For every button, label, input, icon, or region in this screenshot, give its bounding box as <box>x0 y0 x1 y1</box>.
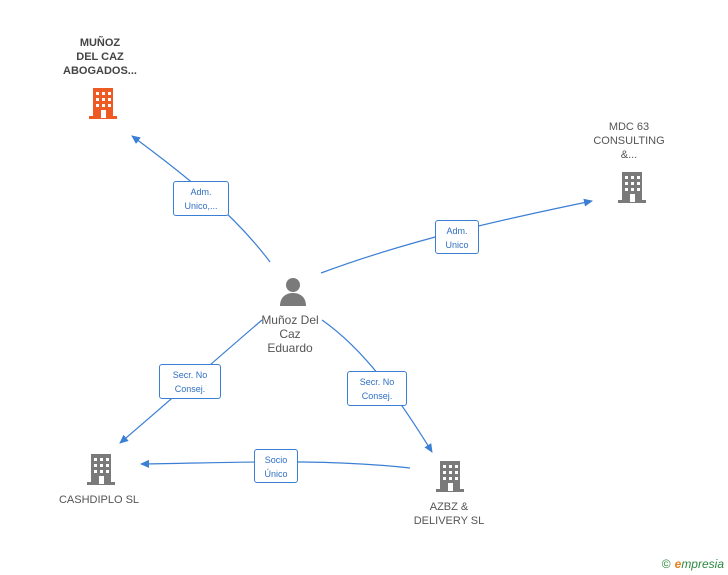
brand-name: mpresia <box>681 557 724 571</box>
edge-label-to-azbz: Secr. No Consej. <box>347 371 407 406</box>
building-icon[interactable] <box>433 459 467 493</box>
copyright-icon: © <box>661 557 671 571</box>
node-label-mdc63[interactable]: MDC 63 CONSULTING &... <box>593 121 665 161</box>
node-label-cashdiplo[interactable]: CASHDIPLO SL <box>58 494 140 506</box>
brand-initial: e <box>674 557 682 571</box>
person-icon[interactable] <box>277 276 309 306</box>
node-label-azbz[interactable]: AZBZ & DELIVERY SL <box>413 501 485 527</box>
building-icon[interactable] <box>615 170 649 204</box>
edge-label-azbz-to-cashdiplo: Socio Único <box>254 449 298 483</box>
empresia-brand[interactable]: ©empresia <box>662 557 724 571</box>
node-label-person[interactable]: Muñoz Del Caz Eduardo <box>261 313 319 355</box>
building-icon[interactable] <box>86 86 120 120</box>
node-label-munoz-abogados[interactable]: MUÑOZ DEL CAZ ABOGADOS... <box>63 37 137 77</box>
edge-label-to-cashdiplo: Secr. No Consej. <box>159 364 221 399</box>
edge-label-to-munoz-abogados: Adm. Unico,... <box>173 181 229 216</box>
edge-label-to-mdc63: Adm. Unico <box>435 220 479 254</box>
building-icon[interactable] <box>84 452 118 486</box>
